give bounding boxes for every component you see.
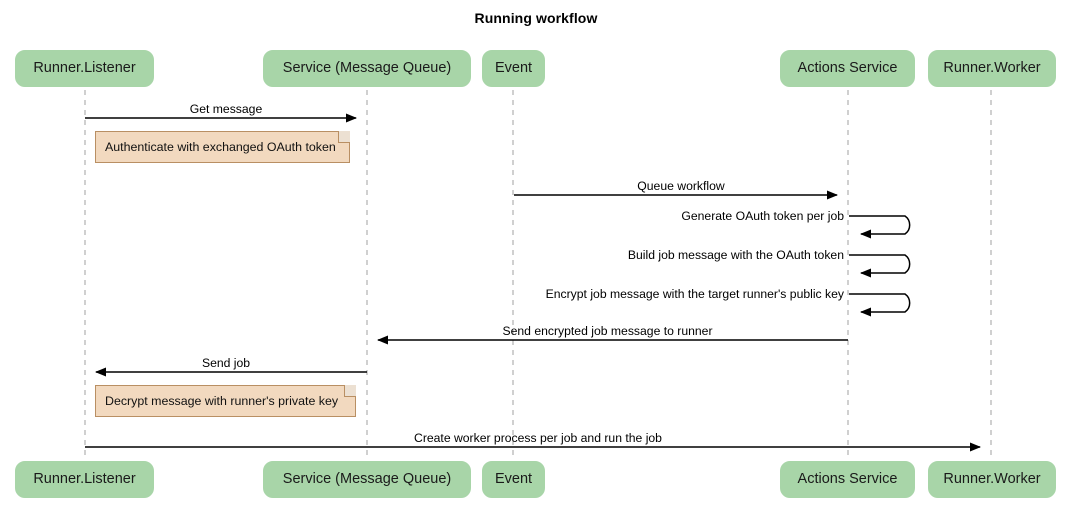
participant-bottom-service-message-queue[interactable]: Service (Message Queue) <box>263 461 471 498</box>
participant-top-runner-worker[interactable]: Runner.Worker <box>928 50 1056 87</box>
participant-label: Runner.Worker <box>943 60 1041 76</box>
message-label-create-worker-process: Create worker process per job and run th… <box>414 431 662 445</box>
participant-label: Service (Message Queue) <box>282 60 452 76</box>
participant-label: Runner.Listener <box>33 471 136 487</box>
messages <box>85 113 981 452</box>
message-build-job-message-arrow <box>849 254 911 278</box>
participant-bottom-runner-listener[interactable]: Runner.Listener <box>15 461 154 498</box>
note-decrypt: Decrypt message with runner's private ke… <box>95 385 356 417</box>
participant-label: Service (Message Queue) <box>282 471 452 487</box>
message-label-send-encrypted-job-message: Send encrypted job message to runner <box>502 324 713 338</box>
participant-label: Actions Service <box>797 471 898 487</box>
note-text: Authenticate with exchanged OAuth token <box>105 140 336 154</box>
participant-bottom-event[interactable]: Event <box>482 461 545 498</box>
participant-label: Event <box>494 60 533 76</box>
message-label-encrypt-job-message: Encrypt job message with the target runn… <box>545 287 844 301</box>
participant-label: Event <box>494 471 533 487</box>
note-authenticate: Authenticate with exchanged OAuth token <box>95 131 350 163</box>
participant-label: Runner.Worker <box>943 471 1041 487</box>
message-encrypt-job-message-arrow <box>849 293 911 317</box>
message-label-generate-oauth-token: Generate OAuth token per job <box>681 209 844 223</box>
participant-bottom-actions-service[interactable]: Actions Service <box>780 461 915 498</box>
message-label-send-job: Send job <box>201 356 251 370</box>
participant-label: Actions Service <box>797 60 898 76</box>
note-text: Decrypt message with runner's private ke… <box>105 394 339 408</box>
participant-top-runner-listener[interactable]: Runner.Listener <box>15 50 154 87</box>
message-label-queue-workflow: Queue workflow <box>637 179 725 193</box>
participant-top-service-message-queue[interactable]: Service (Message Queue) <box>263 50 471 87</box>
participant-bottom-runner-worker[interactable]: Runner.Worker <box>928 461 1056 498</box>
message-generate-oauth-token-arrow <box>849 215 911 239</box>
message-label-build-job-message: Build job message with the OAuth token <box>627 248 844 262</box>
lifelines <box>84 90 992 459</box>
participant-top-event[interactable]: Event <box>482 50 545 87</box>
message-label-get-message: Get message <box>189 102 263 116</box>
note-fold-corner-icon <box>344 385 356 397</box>
participant-top-actions-service[interactable]: Actions Service <box>780 50 915 87</box>
diagram-title: Running workflow <box>474 10 598 26</box>
note-fold-corner-icon <box>338 131 350 143</box>
participant-label: Runner.Listener <box>33 60 136 76</box>
